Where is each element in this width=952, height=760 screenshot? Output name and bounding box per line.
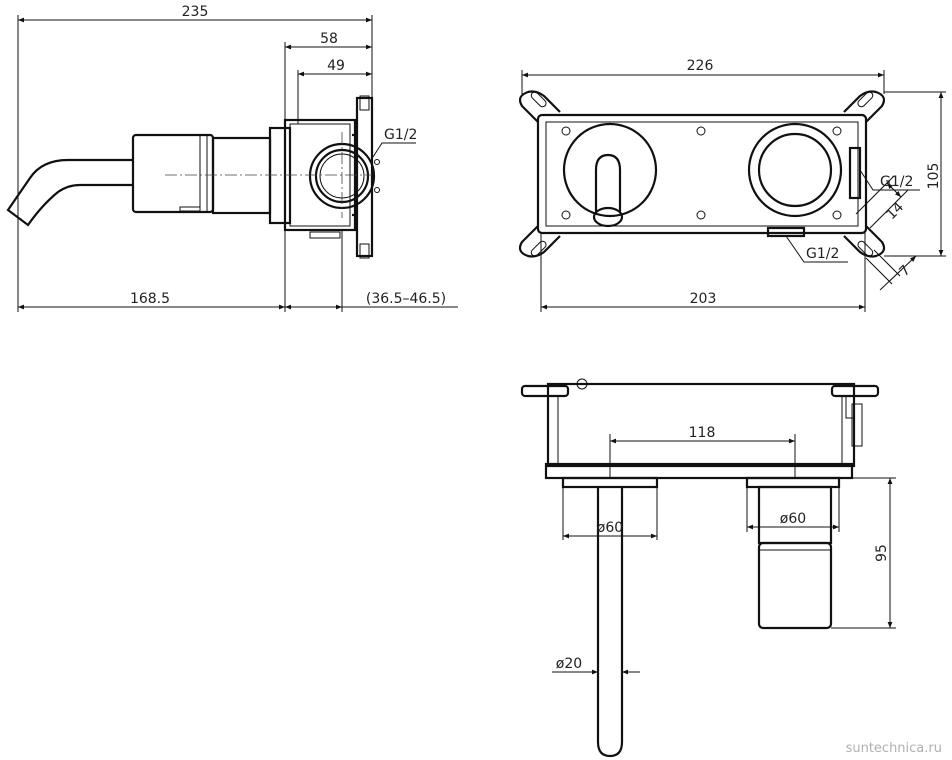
top-view xyxy=(520,378,896,758)
base-plate xyxy=(544,462,854,480)
thread-label-front-bottom: G1/2 xyxy=(806,246,839,262)
left-port xyxy=(562,122,658,218)
dim-118: 118 xyxy=(689,425,716,441)
spout xyxy=(6,158,133,227)
side-view xyxy=(6,15,458,312)
front-view xyxy=(518,70,946,312)
left-escutcheon xyxy=(561,476,659,489)
dim-range: (36.5–46.5) xyxy=(366,291,446,307)
dim-7: 7 xyxy=(896,262,914,280)
dim-105: 105 xyxy=(926,163,942,190)
dim-95: 95 xyxy=(874,544,890,562)
right-fitting xyxy=(848,146,862,200)
lever xyxy=(594,153,622,212)
right-port xyxy=(747,122,843,218)
dim-dia60-left: ø60 xyxy=(597,520,623,536)
top-spout xyxy=(596,487,624,758)
thread-label-side: G1/2 xyxy=(384,127,417,143)
top-box xyxy=(546,382,856,468)
mounting-box xyxy=(536,113,868,235)
dim-203: 203 xyxy=(690,291,717,307)
watermark: suntechnica.ru xyxy=(846,741,942,756)
corner-lugs xyxy=(518,90,886,258)
mounting-flange xyxy=(355,96,374,258)
dim-49: 49 xyxy=(327,58,345,74)
dim-235: 235 xyxy=(182,4,209,20)
thread-label-front-right: G1/2 xyxy=(880,174,913,190)
handle-neck xyxy=(211,136,272,215)
dim-dia20: ø20 xyxy=(556,656,582,672)
handle-grip-top xyxy=(757,541,833,630)
dim-14: 14 xyxy=(883,199,907,223)
right-escutcheon xyxy=(745,476,841,489)
dim-dia60-right: ø60 xyxy=(780,511,806,527)
dim-168-5: 168.5 xyxy=(130,291,170,307)
dim-226: 226 xyxy=(687,58,714,74)
dim-58: 58 xyxy=(320,31,338,47)
handle-body xyxy=(131,133,215,214)
